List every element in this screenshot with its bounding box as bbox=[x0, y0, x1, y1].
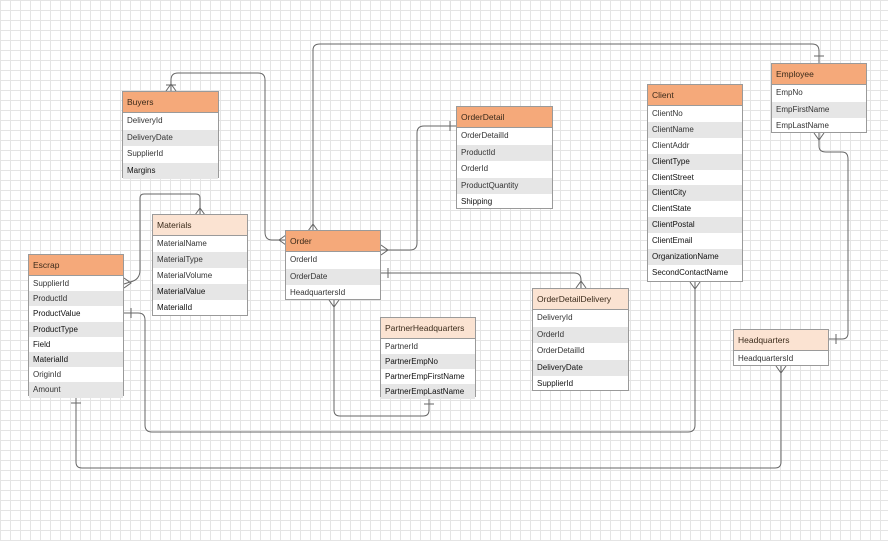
field-row: OriginId bbox=[33, 370, 62, 380]
connector-order-partnerhq bbox=[333, 300, 430, 417]
field-row: SupplierId bbox=[127, 149, 164, 158]
entity-title: Materials bbox=[153, 215, 247, 236]
field-row: SecondContactName bbox=[652, 267, 729, 277]
field-row: MaterialId bbox=[29, 351, 123, 368]
field-row: ProductQuantity bbox=[457, 177, 552, 194]
field-row: Amount bbox=[29, 382, 123, 398]
crowfoot-employee-bottom bbox=[813, 132, 825, 141]
field-row: ClientStreet bbox=[652, 172, 694, 182]
connector-materials-escrap bbox=[123, 193, 201, 285]
entity-title: Escrap bbox=[29, 255, 123, 276]
entity-title: Buyers bbox=[123, 92, 218, 113]
entity-title: Order bbox=[286, 231, 380, 252]
field-row: PartnerId bbox=[385, 342, 418, 351]
field-row: ClientAddr bbox=[652, 140, 690, 150]
entity-orderdetail[interactable]: OrderDetail OrderDetailId ProductId Orde… bbox=[456, 106, 553, 209]
field-row: DeliveryId bbox=[537, 313, 573, 322]
field-row: MaterialValue bbox=[153, 284, 247, 300]
field-row: OrderId bbox=[533, 326, 628, 343]
field-row: DeliveryDate bbox=[533, 359, 628, 376]
field-row: OrderDetailId bbox=[461, 131, 509, 140]
field-row: ClientNo bbox=[652, 109, 683, 118]
field-row: ClientType bbox=[648, 153, 742, 170]
crowfoot-buyers-top bbox=[165, 83, 177, 92]
field-row: OrderDate bbox=[286, 268, 380, 285]
crowfoot-order-top bbox=[307, 223, 319, 232]
field-row: DeliveryId bbox=[127, 116, 163, 125]
entity-escrap[interactable]: Escrap SupplierId ProductId ProductValue… bbox=[28, 254, 124, 398]
field-row: ProductId bbox=[29, 291, 123, 307]
field-row: MaterialType bbox=[153, 252, 247, 268]
crowfoot-materials-top bbox=[194, 207, 206, 216]
field-row: PartnerEmpFirstName bbox=[385, 372, 465, 381]
field-row: ClientName bbox=[648, 121, 742, 138]
field-row: EmpFirstName bbox=[772, 101, 866, 118]
field-row: PartnerEmpNo bbox=[381, 354, 475, 369]
field-row: MaterialName bbox=[157, 239, 207, 248]
field-row: OrderId bbox=[290, 255, 318, 264]
entity-materials[interactable]: Materials MaterialName MaterialType Mate… bbox=[152, 214, 248, 316]
entity-title: PartnerHeadquarters bbox=[381, 318, 475, 339]
field-row: HeadquartersId bbox=[290, 288, 346, 297]
field-row: Margins bbox=[123, 162, 218, 179]
entity-title: Employee bbox=[772, 64, 866, 85]
field-row: ProductId bbox=[457, 144, 552, 161]
entity-title: Headquarters bbox=[734, 330, 828, 351]
entity-buyers[interactable]: Buyers DeliveryId DeliveryDate SupplierI… bbox=[122, 91, 219, 179]
field-row: OrderId bbox=[461, 164, 489, 173]
field-row: Shipping bbox=[461, 197, 493, 206]
field-row: PartnerEmpLastName bbox=[381, 384, 475, 399]
field-row: ClientEmail bbox=[652, 236, 693, 246]
field-row: ClientCity bbox=[648, 185, 742, 202]
entity-partnerheadquarters[interactable]: PartnerHeadquarters PartnerId PartnerEmp… bbox=[380, 317, 476, 399]
entity-title: OrderDetail bbox=[457, 107, 552, 128]
field-row: SupplierId bbox=[537, 379, 574, 388]
field-row: MaterialId bbox=[157, 303, 193, 312]
crowfoot-order-right bbox=[380, 244, 389, 256]
connector-order-employee bbox=[312, 43, 820, 231]
field-row: EmpNo bbox=[776, 88, 803, 97]
crowfoot-headquarters-bottom bbox=[775, 365, 787, 374]
connector-employee-headquarters bbox=[818, 133, 849, 340]
connector-order-odd bbox=[381, 272, 582, 288]
field-row: ProductValue bbox=[33, 309, 81, 319]
entity-orderdetaildelivery[interactable]: OrderDetailDelivery DeliveryId OrderId O… bbox=[532, 288, 629, 391]
connector-escrap-headquarters bbox=[75, 366, 782, 469]
field-row: EmpLastName bbox=[776, 121, 829, 130]
entity-employee[interactable]: Employee EmpNo EmpFirstName EmpLastName bbox=[771, 63, 867, 133]
field-row: ClientState bbox=[652, 204, 692, 214]
connector-order-orderdetail bbox=[381, 125, 457, 251]
entity-client[interactable]: Client ClientNo ClientName ClientAddr Cl… bbox=[647, 84, 743, 282]
field-row: DeliveryDate bbox=[123, 129, 218, 146]
field-row: MaterialVolume bbox=[157, 271, 213, 280]
crowfoot-order-bottom bbox=[328, 299, 340, 308]
field-row: ProductType bbox=[29, 321, 123, 337]
field-row: HeadquartersId bbox=[738, 354, 794, 363]
crowfoot-order-left bbox=[278, 234, 287, 246]
field-row: OrderDetailId bbox=[537, 346, 585, 355]
connector-escrap-client bbox=[124, 282, 696, 433]
entity-order[interactable]: Order OrderId OrderDate HeadquartersId bbox=[285, 230, 381, 300]
connector-buyers-order bbox=[170, 72, 286, 241]
field-row: Field bbox=[33, 339, 51, 349]
crowfoot-escrap-right bbox=[123, 277, 132, 289]
field-row: ClientPostal bbox=[648, 217, 742, 234]
field-row: SupplierId bbox=[33, 279, 70, 288]
crowfoot-client-bottom bbox=[689, 281, 701, 290]
field-row: OrganizationName bbox=[648, 249, 742, 265]
entity-title: Client bbox=[648, 85, 742, 106]
entity-title: OrderDetailDelivery bbox=[533, 289, 628, 310]
entity-headquarters[interactable]: Headquarters HeadquartersId bbox=[733, 329, 829, 366]
crowfoot-odd-top bbox=[575, 280, 587, 289]
